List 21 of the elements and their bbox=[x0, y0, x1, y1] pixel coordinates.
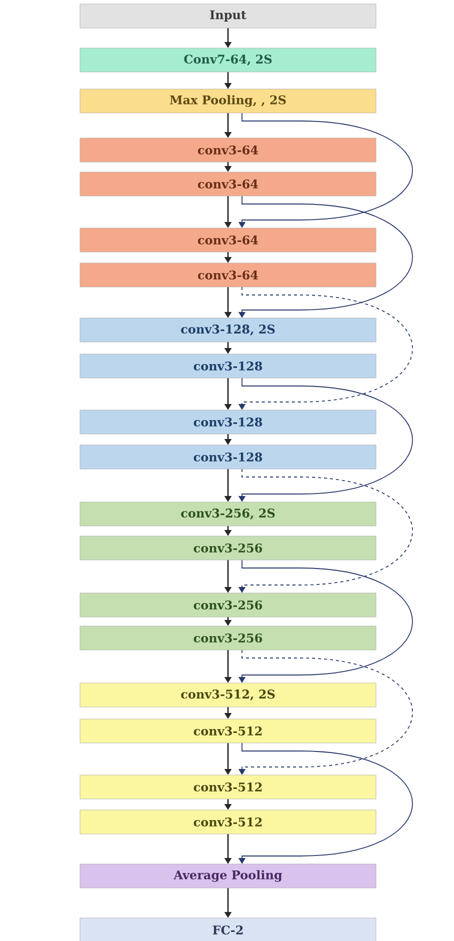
layer-box: conv3-128 bbox=[80, 444, 376, 470]
layer-box: conv3-64 bbox=[80, 138, 376, 162]
layer-box: conv3-512 bbox=[80, 774, 376, 800]
layer-box: conv3-256 bbox=[80, 626, 376, 650]
layer-box: conv3-256 bbox=[80, 592, 376, 618]
layer-box: FC-2 bbox=[80, 918, 376, 941]
layer-box: conv3-128 bbox=[80, 354, 376, 378]
layer-box: conv3-512, 2S bbox=[80, 682, 376, 708]
layer-box: conv3-64 bbox=[80, 172, 376, 196]
layer-box: Average Pooling bbox=[80, 864, 376, 888]
layer-box: conv3-64 bbox=[80, 262, 376, 288]
layer-box: conv3-128, 2S bbox=[80, 318, 376, 342]
layer-box: conv3-128 bbox=[80, 410, 376, 434]
layer-box: conv3-64 bbox=[80, 228, 376, 252]
layer-box: Input bbox=[80, 4, 376, 28]
layer-box: Max Pooling, , 2S bbox=[80, 88, 376, 114]
layer-box: conv3-512 bbox=[80, 718, 376, 744]
layer-box: conv3-256, 2S bbox=[80, 502, 376, 526]
layer-box: Conv7-64, 2S bbox=[80, 48, 376, 72]
layer-box: conv3-512 bbox=[80, 810, 376, 834]
layer-box: conv3-256 bbox=[80, 536, 376, 560]
